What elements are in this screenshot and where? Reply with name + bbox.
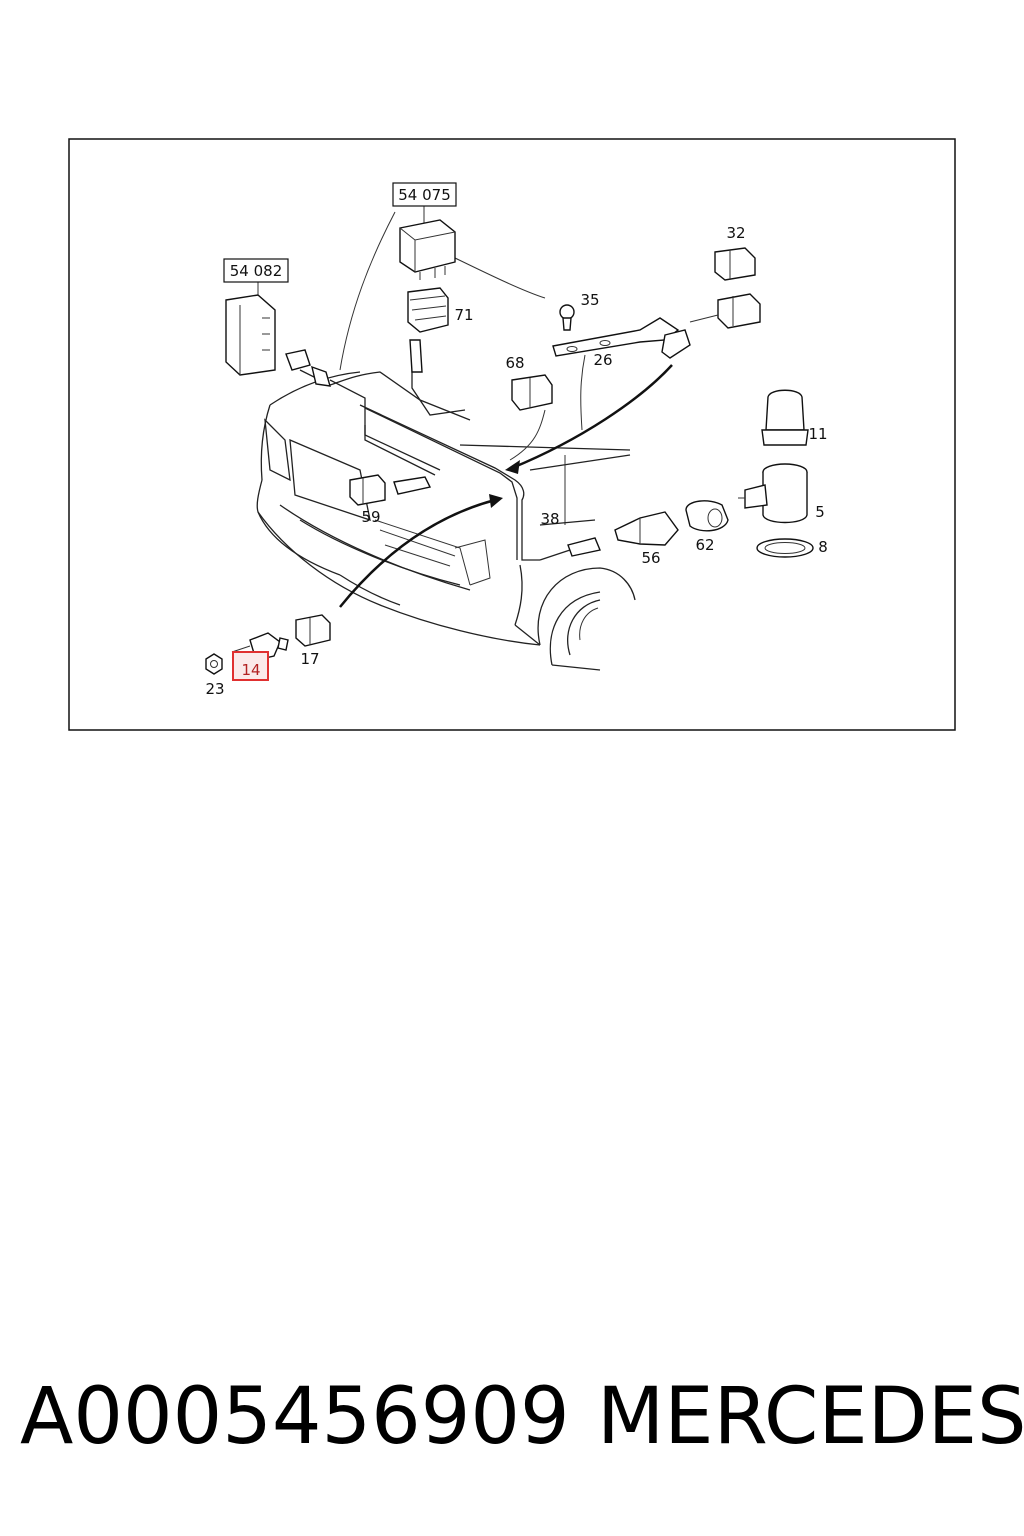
highlighted-callout-text: 14 xyxy=(241,661,260,679)
callout-label: 11 xyxy=(808,425,827,443)
callout-label: 38 xyxy=(540,510,559,528)
bracket-26 xyxy=(552,317,691,359)
highlighted-callout-14: 14 xyxy=(232,651,269,681)
callout-label: 26 xyxy=(593,351,612,369)
callout-label: 59 xyxy=(361,508,380,526)
caption: A0005456909 MERCEDES xyxy=(0,1372,1024,1472)
seal-ring-8 xyxy=(756,538,814,558)
boot-56 xyxy=(614,511,679,546)
brand-name: MERCEDES xyxy=(597,1372,1024,1462)
connector-71 xyxy=(407,287,449,373)
box-label-text: 54 075 xyxy=(398,186,451,204)
harness-sensor xyxy=(567,537,601,557)
vehicle-outline xyxy=(256,371,636,671)
connector-32 xyxy=(714,247,756,281)
part-number: A0005456909 xyxy=(20,1372,570,1462)
screw-35 xyxy=(559,304,575,331)
cap-11 xyxy=(761,389,809,446)
callout-label: 32 xyxy=(726,224,745,242)
connector-68 xyxy=(511,374,553,411)
callout-label: 17 xyxy=(300,650,319,668)
callout-label: 8 xyxy=(818,538,828,556)
diagram-frame xyxy=(68,138,956,731)
wiring-harness xyxy=(299,369,571,561)
nut-23 xyxy=(205,653,223,675)
callout-label: 5 xyxy=(815,503,825,521)
connector-17 xyxy=(295,614,331,647)
callout-label: 35 xyxy=(580,291,599,309)
arrows xyxy=(339,364,673,608)
connector-59 xyxy=(349,474,432,506)
sensor-5 xyxy=(738,463,808,524)
connector-plug xyxy=(689,293,761,329)
box-label-54075: 54 075 xyxy=(392,182,457,207)
relay-54075 xyxy=(399,219,456,280)
callout-label: 71 xyxy=(454,306,473,324)
box-label-54082: 54 082 xyxy=(223,258,289,283)
callout-label: 68 xyxy=(505,354,524,372)
callout-label: 23 xyxy=(205,680,224,698)
callout-label: 62 xyxy=(695,536,714,554)
control-unit-54082 xyxy=(225,294,331,387)
callout-label: 56 xyxy=(641,549,660,567)
sleeve-62 xyxy=(685,500,729,532)
leader-lines xyxy=(257,206,586,461)
box-label-text: 54 082 xyxy=(230,262,283,280)
